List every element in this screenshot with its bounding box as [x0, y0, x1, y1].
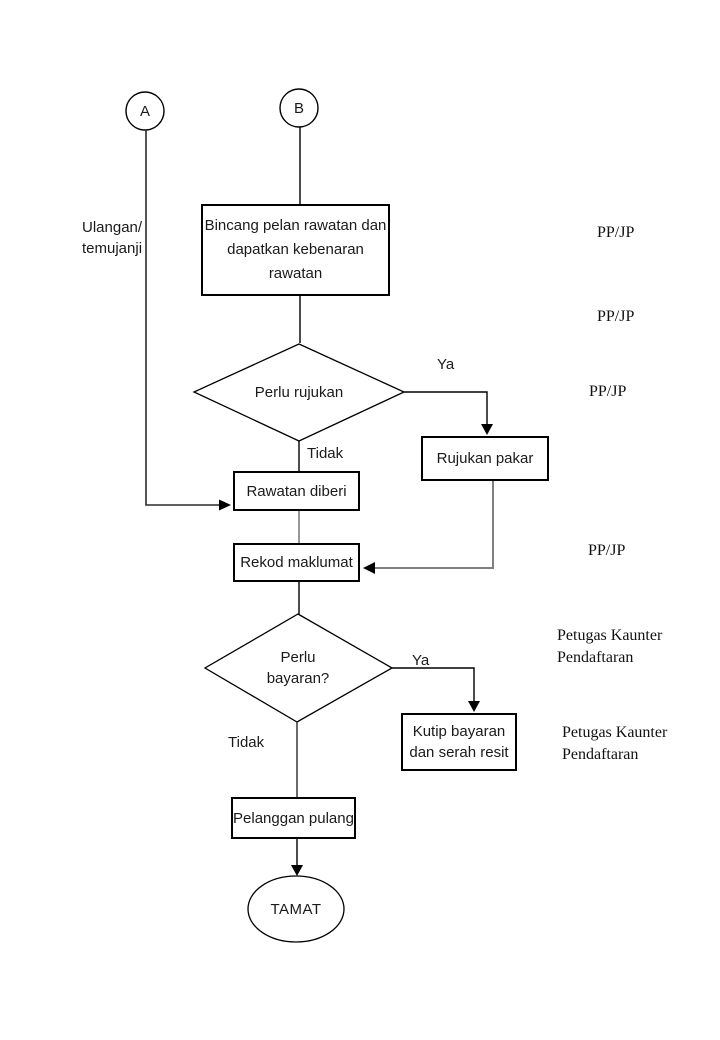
role-label-petugas-1-line2: Pendaftaran — [557, 649, 634, 666]
process-box-bincang-line2: dapatkan kebenaran — [227, 241, 364, 258]
decision-perlu-bayaran-line2: bayaran? — [266, 670, 330, 687]
role-label-petugas-2-line1: Petugas Kaunter — [562, 724, 668, 741]
edge-label-ya-bayaran: Ya — [412, 652, 430, 669]
process-box-rekod-maklumat-label: Rekod maklumat — [240, 554, 353, 571]
role-label-pp-jp-3: PP/JP — [589, 383, 627, 400]
edge-label-tidak-rujukan: Tidak — [307, 445, 344, 462]
flow-line-ya-to-rujukan-pakar — [404, 391, 488, 424]
process-box-pelanggan-pulang: Pelanggan pulang — [231, 797, 356, 839]
connector-a-circle — [125, 91, 165, 131]
annotation-ulangan-line2: temujanji — [82, 240, 143, 257]
flow-line-ya-to-kutip — [392, 667, 475, 701]
flow-line-rujukan-to-rekod — [375, 481, 494, 569]
role-label-petugas-2: Petugas Kaunter Pendaftaran — [562, 722, 667, 766]
arrowhead-into-rekod — [363, 562, 375, 574]
flow-line-a-to-rawatan — [145, 130, 220, 506]
role-label-pp-jp-4: PP/JP — [588, 542, 626, 559]
arrowhead-into-rawatan — [219, 499, 231, 511]
arrowhead-into-kutip — [468, 701, 480, 712]
role-label-pp-jp-1: PP/JP — [597, 224, 635, 241]
edge-label-ya-rujukan: Ya — [437, 356, 455, 373]
terminator-tamat-label: TAMAT — [270, 900, 322, 918]
decision-perlu-bayaran-label: Perlu bayaran? — [228, 646, 368, 690]
terminator-ellipse-tamat — [247, 875, 345, 943]
decision-perlu-rujukan-label: Perlu rujukan — [254, 383, 344, 401]
process-box-bincang-line1: Bincang pelan rawatan dan — [204, 217, 387, 234]
process-box-kutip-bayaran-line1: Kutip bayaran — [412, 723, 506, 740]
process-box-bincang-line3: rawatan — [268, 265, 323, 282]
role-label-petugas-2-line2: Pendaftaran — [562, 746, 639, 763]
annotation-ulangan-temujanji: Ulangan/ temujanji — [82, 217, 142, 259]
process-box-bincang: Bincang pelan rawatan dan dapatkan keben… — [201, 204, 390, 296]
arrowhead-into-tamat — [291, 865, 303, 876]
process-box-kutip-bayaran-line2: dan serah resit — [409, 744, 509, 761]
process-box-rujukan-pakar-label: Rujukan pakar — [436, 450, 534, 467]
arrowhead-into-rujukan-pakar — [481, 424, 493, 435]
process-box-rujukan-pakar: Rujukan pakar — [421, 436, 549, 481]
role-label-pp-jp-2: PP/JP — [597, 308, 635, 325]
edge-label-tidak-bayaran: Tidak — [228, 734, 265, 751]
process-box-pelanggan-pulang-label: Pelanggan pulang — [233, 809, 354, 827]
process-box-rekod-maklumat: Rekod maklumat — [233, 543, 360, 582]
role-label-petugas-1: Petugas Kaunter Pendaftaran — [557, 625, 662, 669]
process-box-kutip-bayaran: Kutip bayaran dan serah resit — [401, 713, 517, 771]
annotation-ulangan-line1: Ulangan/ — [82, 219, 143, 236]
connector-b-circle — [279, 88, 319, 128]
connector-a-label: A — [139, 102, 150, 120]
role-label-petugas-1-line1: Petugas Kaunter — [557, 627, 663, 644]
process-box-rawatan-diberi: Rawatan diberi — [233, 471, 360, 511]
connector-b-label: B — [293, 99, 304, 117]
process-box-rawatan-diberi-label: Rawatan diberi — [246, 482, 347, 500]
decision-perlu-bayaran-line1: Perlu — [280, 649, 316, 666]
